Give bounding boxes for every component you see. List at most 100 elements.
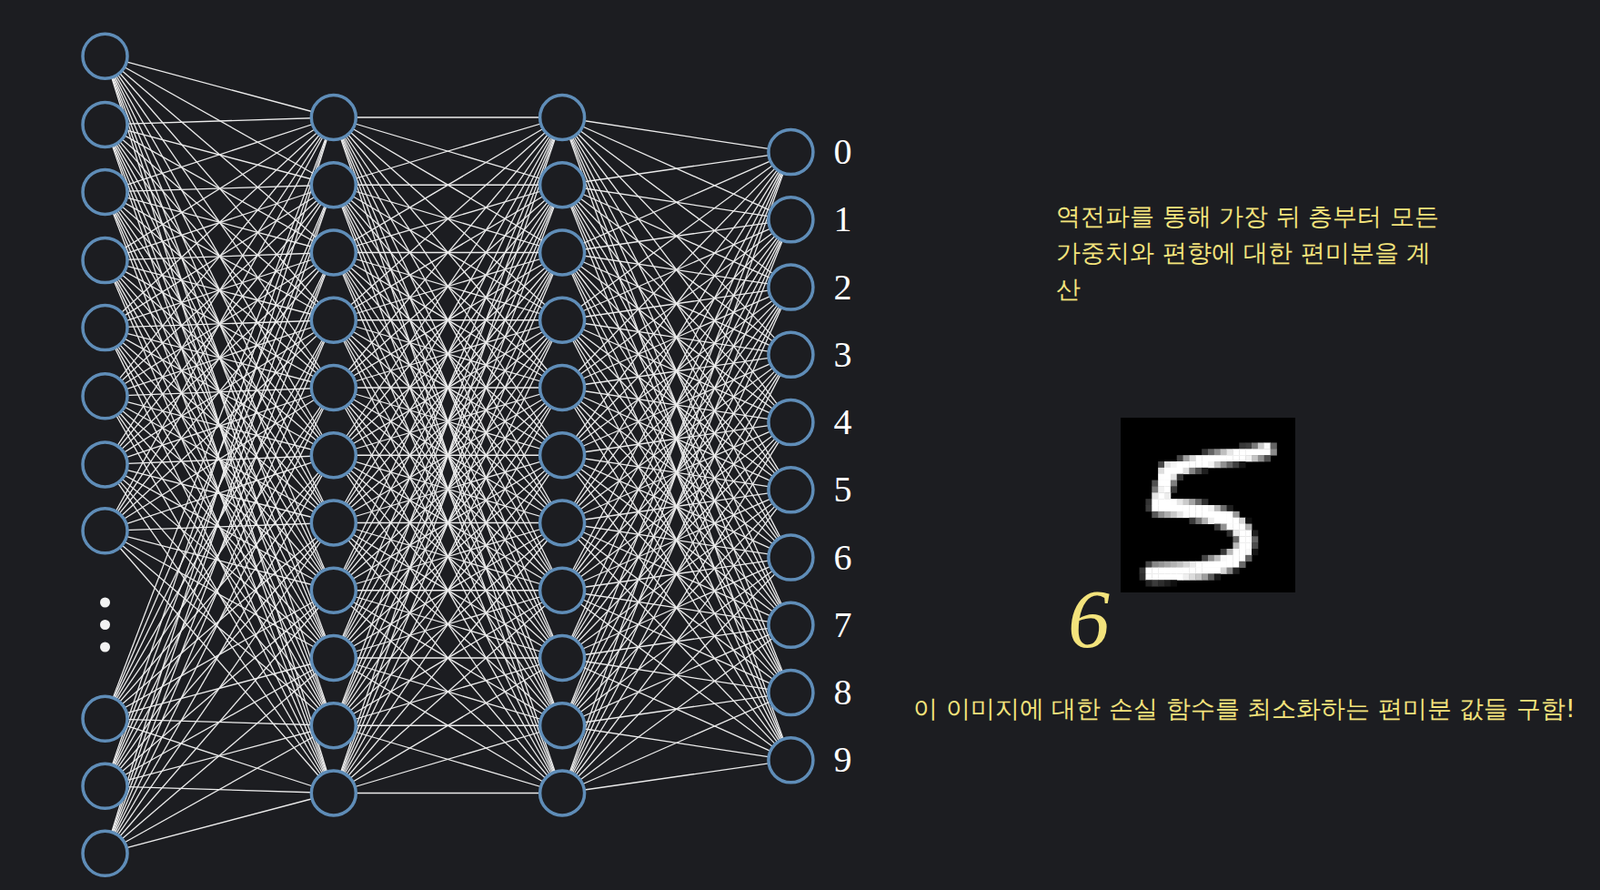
weight-line [105,793,334,854]
class-label: 1 [834,201,853,238]
weight-line [105,523,334,854]
weight-line [105,395,334,725]
neuron [82,169,128,214]
weight-line [562,287,791,794]
note-text: 이 이미지에 대한 손실 함수를 최소화하는 편미분 값들 구함! [913,690,1575,727]
image-pixel [1188,517,1196,524]
image-pixel [1257,442,1265,449]
neuron [768,400,814,445]
handwritten-mark: 6 [1067,576,1110,661]
neuron [540,500,585,545]
image-pixel [1195,461,1202,468]
class-label: 9 [834,741,853,778]
image-pixel [1245,454,1252,462]
image-pixel [1232,561,1239,568]
weight-line [105,117,334,854]
image-pixel [1207,517,1215,524]
image-pixel [1177,467,1184,474]
weight-line [105,395,334,793]
image-pixel [1195,467,1202,474]
image-pixel [1201,561,1208,568]
weight-line [105,327,334,793]
neuron [540,432,585,478]
weight-line [105,191,334,794]
weight-line [105,117,334,396]
weight-line [105,523,334,532]
weight-line [333,724,563,793]
image-pixel [1157,579,1165,586]
weight-line [105,252,334,854]
image-pixel [1227,567,1234,574]
weight-line [105,124,334,725]
neuron [540,365,585,411]
image-pixel [1245,535,1252,543]
weight-line [333,117,563,185]
weight-line [333,590,563,794]
neuron [768,130,814,175]
image-pixel [1207,454,1215,462]
weight-line [105,117,334,261]
class-label: 5 [834,471,853,508]
weight-line [105,320,334,532]
neuron [311,162,356,208]
image-pixel [1164,579,1171,586]
image-pixel [1195,511,1202,518]
weight-line [105,252,334,532]
weight-line [333,117,563,388]
image-pixel [1264,448,1271,455]
weight-line [105,117,334,464]
neuron [311,567,356,613]
image-pixel [1151,579,1158,586]
weight-line [333,320,563,794]
image-pixel [1177,567,1184,574]
neuron [82,373,128,419]
weight-line [333,252,563,794]
image-pixel [1227,461,1234,468]
image-pixel [1139,573,1147,580]
image-pixel [1238,542,1246,549]
image-pixel [1183,561,1190,568]
image-pixel [1227,448,1234,455]
image-pixel [1220,548,1228,555]
image-pixel [1220,567,1228,574]
image-pixel [1245,529,1252,536]
weight-line [105,56,334,456]
neuron [540,635,585,681]
weight-line [333,117,563,388]
image-pixel [1207,573,1215,580]
image-pixel [1170,461,1178,468]
image-pixel [1170,467,1178,474]
image-pixel [1257,454,1265,462]
image-pixel [1170,485,1178,493]
neuron [540,770,585,816]
ellipsis-dot [100,642,111,653]
image-pixel [1270,442,1278,449]
image-ground [1120,417,1296,593]
image-pixel [1183,504,1190,512]
image-pixel [1177,461,1184,468]
image-pixel [1245,554,1252,562]
image-pixel [1238,529,1246,536]
image-pixel [1164,485,1171,493]
weight-line [105,657,334,854]
mnist-image [1120,417,1296,593]
image-pixel [1164,480,1171,487]
neuron [311,770,356,816]
image-pixel [1157,473,1165,481]
weight-line [333,184,563,793]
image-pixel [1220,504,1228,512]
neuron [311,432,356,478]
weight-line [105,56,334,658]
image-pixel [1232,567,1239,574]
class-label: 2 [834,269,853,306]
image-pixel [1207,511,1215,518]
image-pixel [1220,517,1228,524]
image-pixel [1170,561,1178,568]
image-pixel [1207,504,1215,512]
image-pixel [1214,448,1221,455]
image-pixel [1195,454,1202,462]
weight-line [562,422,791,793]
weight-line [562,117,791,152]
image-pixel [1151,567,1158,574]
